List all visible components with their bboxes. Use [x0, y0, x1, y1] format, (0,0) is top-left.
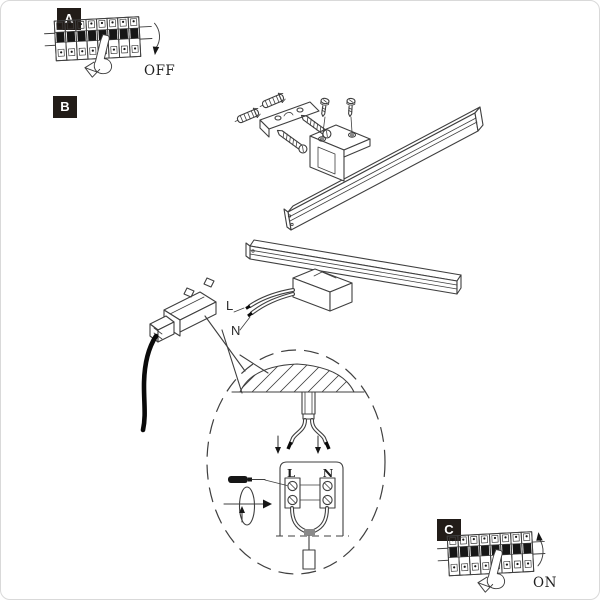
machine-screw: [318, 97, 330, 118]
driver-box: [292, 268, 353, 312]
wiring-detail-callout: L N: [206, 349, 386, 575]
rotate-arrow-icon: [223, 486, 272, 526]
live-wire-label: L: [226, 298, 233, 313]
breaker-off-text: OFF: [144, 63, 176, 79]
mains-cable: [140, 333, 159, 433]
callout-leader-line: [239, 354, 269, 374]
callout-leader-line: [221, 329, 243, 394]
terminal-neutral-label: N: [323, 466, 334, 480]
driver-wires: [245, 288, 295, 318]
cable-connector: [149, 277, 217, 343]
lamp-wiring-illustration: L N: [140, 239, 462, 433]
wall-bracket: [309, 124, 371, 182]
breaker-off-illustration: [42, 12, 160, 94]
machine-screw: [345, 97, 356, 118]
mounting-plate: [259, 101, 320, 138]
lamp-bar: [283, 106, 484, 231]
screwdriver-icon: [228, 476, 288, 486]
wall-anchor: [257, 91, 287, 112]
neutral-wire-label: N: [231, 323, 240, 338]
mounting-exploded-illustration: [232, 91, 484, 231]
arrow-down-icon: [152, 22, 160, 56]
callout-leader-line: [204, 315, 246, 372]
long-screw: [274, 126, 310, 156]
wire-junction: [304, 529, 315, 536]
ceiling-mound: [231, 354, 365, 393]
terminal-block: L N: [276, 461, 349, 537]
step-b-label: B: [53, 96, 77, 118]
supply-wires: [286, 391, 331, 450]
arrow-up-icon: [536, 532, 544, 567]
insert-arrow-icon: [275, 435, 321, 454]
wall-anchor: [232, 106, 262, 127]
terminal-live-label: L: [287, 466, 295, 480]
lamp-bar: [245, 239, 462, 295]
breaker-on-illustration: [435, 527, 565, 600]
cable-sleeve: [302, 549, 316, 570]
breaker-on-text: ON: [533, 575, 557, 591]
callout-ellipse: [206, 349, 386, 575]
